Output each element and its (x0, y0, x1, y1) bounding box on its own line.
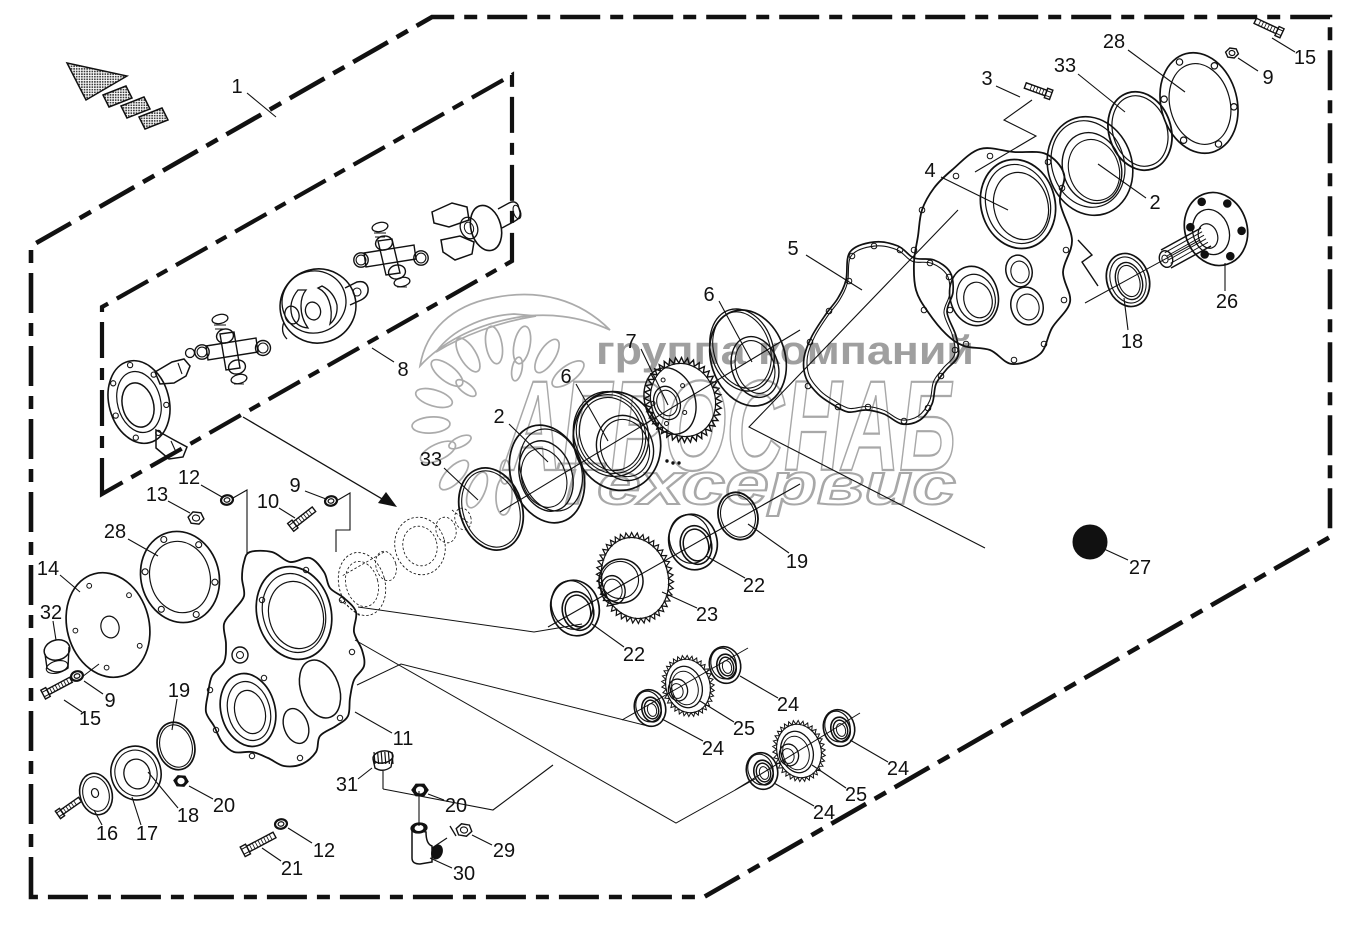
svg-text:26: 26 (1216, 291, 1238, 313)
svg-text:18: 18 (1121, 331, 1143, 353)
svg-text:15: 15 (79, 708, 101, 730)
svg-text:22: 22 (623, 644, 645, 666)
svg-text:10: 10 (257, 491, 279, 513)
svg-text:29: 29 (493, 840, 515, 862)
svg-text:5: 5 (787, 238, 798, 260)
svg-text:9: 9 (289, 475, 300, 497)
svg-text:17: 17 (136, 823, 158, 845)
svg-text:2: 2 (493, 406, 504, 428)
svg-text:24: 24 (702, 738, 724, 760)
svg-text:9: 9 (1262, 67, 1273, 89)
svg-text:2: 2 (1149, 192, 1160, 214)
svg-text:28: 28 (1103, 31, 1125, 53)
svg-text:33: 33 (1054, 55, 1076, 77)
svg-text:24: 24 (887, 758, 909, 780)
svg-text:20: 20 (213, 795, 235, 817)
svg-text:25: 25 (733, 718, 755, 740)
svg-text:3: 3 (981, 68, 992, 90)
svg-text:31: 31 (336, 774, 358, 796)
svg-text:32: 32 (40, 602, 62, 624)
svg-text:13: 13 (146, 484, 168, 506)
svg-text:16: 16 (96, 823, 118, 845)
svg-text:АГРОСНАБ: АГРОСНАБ (502, 355, 956, 498)
svg-text:14: 14 (37, 558, 59, 580)
svg-text:21: 21 (281, 858, 303, 880)
svg-text:15: 15 (1294, 47, 1316, 69)
svg-text:19: 19 (786, 551, 808, 573)
svg-text:9: 9 (104, 690, 115, 712)
svg-text:27: 27 (1129, 557, 1151, 579)
svg-text:11: 11 (393, 728, 414, 750)
svg-text:8: 8 (397, 359, 408, 381)
svg-text:24: 24 (777, 694, 799, 716)
svg-text:22: 22 (743, 575, 765, 597)
svg-text:33: 33 (420, 449, 442, 471)
svg-text:12: 12 (178, 467, 200, 489)
svg-text:24: 24 (813, 802, 835, 824)
svg-text:20: 20 (445, 795, 467, 817)
svg-text:7: 7 (625, 331, 636, 353)
svg-text:Техсервис: Техсервис (552, 452, 956, 517)
svg-text:6: 6 (703, 284, 714, 306)
svg-text:4: 4 (924, 160, 935, 182)
svg-text:18: 18 (177, 805, 199, 827)
svg-text:6: 6 (560, 366, 571, 388)
svg-text:19: 19 (168, 680, 190, 702)
svg-text:1: 1 (231, 76, 242, 98)
svg-text:23: 23 (696, 604, 718, 626)
svg-text:28: 28 (104, 521, 126, 543)
svg-text:30: 30 (453, 863, 475, 885)
svg-text:12: 12 (313, 840, 335, 862)
svg-text:25: 25 (845, 784, 867, 806)
